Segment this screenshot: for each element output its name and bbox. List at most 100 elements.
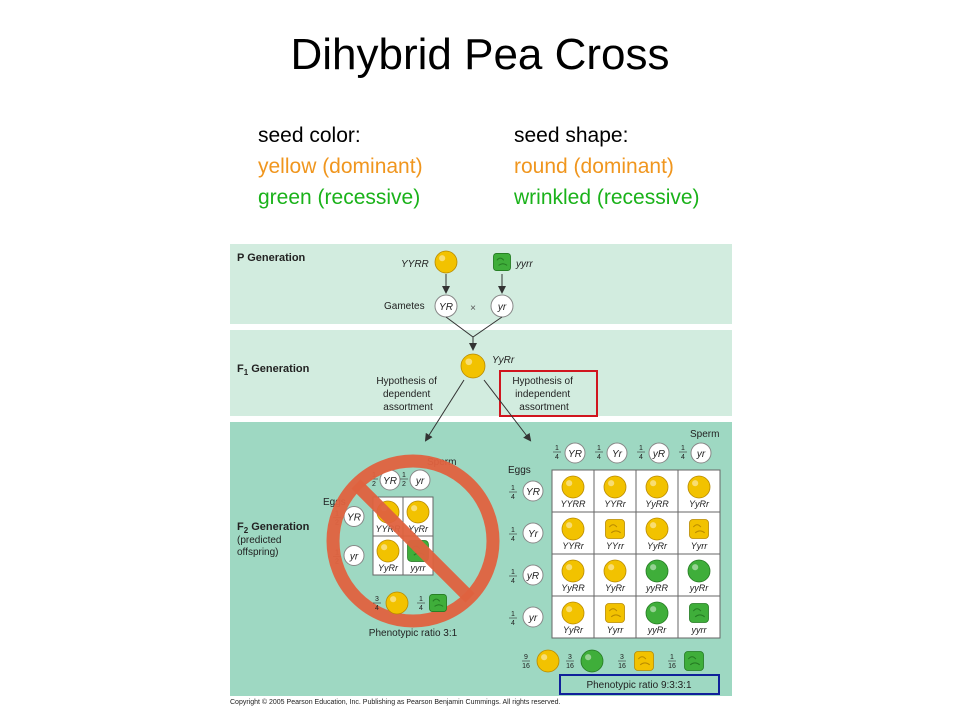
f1-round-yellow-seed <box>460 353 486 379</box>
svg-text:1: 1 <box>511 527 515 534</box>
svg-text:4: 4 <box>681 454 685 461</box>
big-cell-seed-3-1 <box>605 603 625 623</box>
svg-text:1: 1 <box>511 611 515 618</box>
svg-text:yr: yr <box>528 613 538 624</box>
dependent-arrow <box>424 379 465 442</box>
independent-ratio-highlight <box>559 674 720 695</box>
big-cell-seed-3-2 <box>645 601 669 625</box>
svg-text:yr: yr <box>415 476 425 487</box>
svg-text:4: 4 <box>419 605 423 612</box>
big-cell-genotype: YyRR <box>645 499 669 509</box>
svg-text:4: 4 <box>597 454 601 461</box>
big-sperm-label: Sperm <box>690 429 719 440</box>
gamete1-label: YR <box>439 302 453 313</box>
svg-text:Yr: Yr <box>528 529 539 540</box>
svg-text:3: 3 <box>375 596 379 603</box>
big-egg-fraction-0: 14 <box>509 485 517 501</box>
small-cell-seed-1-0 <box>376 539 400 563</box>
big-cell-genotype: YyRr <box>563 625 584 635</box>
seed-color-dominant: yellow (dominant) <box>258 155 423 178</box>
small-cell-genotype: YYRR <box>375 524 401 534</box>
big-egg-gamete-Yr: Yr <box>522 522 544 544</box>
big-cell-seed-0-2 <box>645 475 669 499</box>
parent1-genotype: YYRR <box>401 259 429 270</box>
svg-text:YR: YR <box>568 449 582 460</box>
big-cell-seed-1-2 <box>645 517 669 541</box>
svg-text:16: 16 <box>618 663 626 670</box>
big-cell-seed-1-0 <box>561 517 585 541</box>
f1-generation-label: F1 Generation <box>237 363 310 377</box>
big-egg-gamete-yr: yr <box>522 606 544 628</box>
f1-seed-icon <box>460 353 486 379</box>
small-cell-genotype: YyRr <box>378 563 399 573</box>
svg-text:yr: yr <box>349 552 359 563</box>
big-ratio-seed-2 <box>634 651 654 671</box>
big-cell-genotype: YYRr <box>604 499 627 509</box>
big-cell-genotype: yyRr <box>647 625 667 635</box>
svg-text:16: 16 <box>566 663 574 670</box>
parent1-round-yellow-seed <box>434 250 458 274</box>
big-cell-seed-2-2 <box>645 559 669 583</box>
small-ratio-fraction-0: 34 <box>373 596 381 612</box>
svg-text:1: 1 <box>597 445 601 452</box>
seed-shape-trait: seed shape: round (dominant) wrinkled (r… <box>514 120 700 213</box>
big-ratio-seed-1 <box>580 649 604 673</box>
svg-text:4: 4 <box>375 605 379 612</box>
small-cell-genotype: YyRr <box>408 524 429 534</box>
seed-shape-heading: seed shape: <box>514 124 629 147</box>
big-sperm-gamete-Yr: Yr <box>606 442 628 464</box>
big-cell-seed-3-3 <box>689 603 709 623</box>
svg-text:1: 1 <box>681 445 685 452</box>
p-generation-band <box>230 244 732 324</box>
small-ratio-yellow-round-seed <box>385 591 409 615</box>
big-cell-seed-1-1 <box>605 519 625 539</box>
big-cell-genotype: YyRR <box>561 583 585 593</box>
big-cell-seed-2-1 <box>603 559 627 583</box>
big-cell-seed-2-3 <box>687 559 711 583</box>
big-sperm-gamete-YR: YR <box>564 442 586 464</box>
big-cell-genotype: Yyrr <box>691 541 709 551</box>
small-ratio-green-wrinkled-seed <box>429 594 447 612</box>
big-ratio-fraction-3: 116 <box>668 654 676 670</box>
big-cell-genotype: Yyrr <box>607 625 625 635</box>
big-cell-genotype: yyrr <box>691 625 708 635</box>
big-cell-seed-2-0 <box>561 559 585 583</box>
big-cell-seed-3-0 <box>561 601 585 625</box>
big-cell-genotype: YyRr <box>605 583 626 593</box>
svg-text:1: 1 <box>511 569 515 576</box>
big-cell-genotype: YYrr <box>606 541 625 551</box>
small-egg-gamete-YR: YR <box>343 506 365 527</box>
big-cell-seed-1-3 <box>689 519 709 539</box>
dependent-hypothesis-text: Hypothesis of dependent assortment <box>376 376 439 413</box>
svg-text:4: 4 <box>511 620 515 627</box>
f1-genotype: YyRr <box>492 355 515 366</box>
parent2-seed-icon <box>493 253 511 271</box>
svg-text:4: 4 <box>555 454 559 461</box>
figure-drawing: P Generation YYRR yyrr Gametes YR × yr F… <box>237 250 721 695</box>
independent-arrow <box>483 379 532 442</box>
f2-generation-label: F2 Generation <box>237 521 310 535</box>
svg-text:2: 2 <box>372 481 376 488</box>
svg-text:3: 3 <box>620 654 624 661</box>
big-cell-genotype: YyRr <box>689 499 710 509</box>
svg-text:1: 1 <box>419 596 423 603</box>
big-egg-fraction-1: 14 <box>509 527 517 543</box>
svg-text:4: 4 <box>511 578 515 585</box>
svg-text:2: 2 <box>402 481 406 488</box>
svg-text:yR: yR <box>526 571 539 582</box>
big-egg-gamete-YR: YR <box>522 480 544 502</box>
big-egg-gamete-yR: yR <box>522 564 544 586</box>
parent2-genotype: yyrr <box>515 259 533 270</box>
big-cell-genotype: YyRr <box>647 541 668 551</box>
slide-title: Dihybrid Pea Cross <box>290 30 670 79</box>
seed-shape-dominant: round (dominant) <box>514 155 674 178</box>
svg-text:1: 1 <box>511 485 515 492</box>
svg-text:YR: YR <box>347 513 361 524</box>
big-cell-seed-0-0 <box>561 475 585 499</box>
svg-text:9: 9 <box>524 654 528 661</box>
big-cell-genotype: YYRR <box>560 499 586 509</box>
svg-text:1: 1 <box>639 445 643 452</box>
gametes-join-lines <box>445 316 503 338</box>
